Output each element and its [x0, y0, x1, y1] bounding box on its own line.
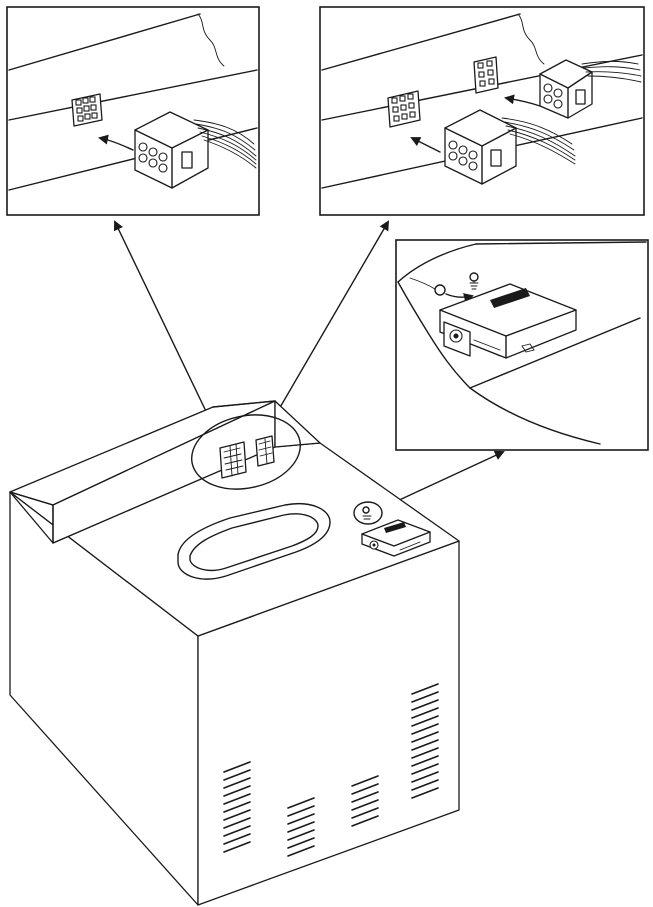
- ground-screw: [409, 277, 474, 303]
- main-cabinet: [9, 400, 460, 906]
- socket-6pin: [255, 435, 275, 467]
- chassis-edge: [397, 241, 647, 445]
- cable-bundle: [193, 119, 257, 169]
- vent-group-3: [351, 775, 379, 827]
- detail-panel-ground-terminal: [395, 239, 649, 451]
- socket-6pin: [473, 56, 499, 94]
- insert-direction-arrow: [410, 137, 441, 153]
- callout-arrow-center: [267, 220, 390, 429]
- insert-direction-arrow: [504, 94, 541, 107]
- insert-direction-arrow: [98, 134, 134, 151]
- terminal-block: [361, 519, 431, 557]
- connector-6pin-icon: [539, 59, 642, 119]
- detail-panel-single-connector: [6, 6, 260, 216]
- callout-arrow-left: [113, 220, 216, 431]
- connector-8pin-icon: [134, 111, 257, 189]
- vent-group-4: [411, 683, 439, 799]
- ground-callout-area: [353, 501, 431, 557]
- cable-bundle: [501, 117, 576, 165]
- vent-group-1: [223, 761, 251, 853]
- detail-panel-dual-connector: [319, 6, 645, 216]
- cable-bundle: [581, 60, 642, 83]
- connector-8pin-icon: [444, 109, 576, 185]
- top-recess: [177, 503, 331, 580]
- ground-terminal-icon: [469, 272, 479, 290]
- vent-group-2: [287, 797, 315, 857]
- callout-arrow-right: [381, 450, 505, 509]
- socket-8pin: [387, 90, 421, 128]
- socket-8pin: [71, 93, 103, 127]
- chassis-rail: [8, 13, 258, 191]
- socket-callout-area: [190, 414, 302, 490]
- socket-8pin: [219, 441, 247, 479]
- ventilation-slots: [223, 683, 439, 857]
- callout-arrows: [113, 220, 505, 509]
- terminal-block: [439, 283, 577, 359]
